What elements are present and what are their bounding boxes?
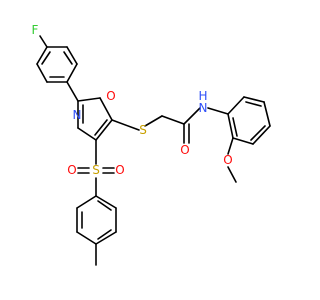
- bond: [66, 46, 78, 65]
- bond: [144, 115, 163, 127]
- bond: [232, 117, 238, 137]
- bond: [232, 137, 254, 145]
- bond: [227, 166, 237, 183]
- bond: [77, 97, 101, 102]
- bond: [252, 125, 271, 145]
- fluorine-atom-label: F: [32, 23, 39, 37]
- bond: [76, 231, 97, 245]
- bond: [227, 96, 245, 115]
- oxazole-nitrogen-label: N: [73, 108, 82, 122]
- bond: [183, 107, 201, 125]
- sulfonyl-sulfur-label: S: [92, 163, 100, 177]
- structure-svg: F N O S N H O O S O O: [32, 23, 271, 266]
- bond: [245, 101, 262, 107]
- bond: [95, 231, 117, 245]
- sulfonyl-oxygen-right-label: O: [115, 163, 124, 177]
- methoxy-oxygen-label: O: [223, 153, 232, 167]
- bond: [66, 81, 79, 102]
- bond: [250, 125, 266, 141]
- bond: [97, 200, 112, 211]
- bond: [263, 101, 271, 127]
- atom-label-layer: F N O S N H O O S O O: [32, 23, 233, 177]
- bond: [161, 115, 185, 125]
- bond: [66, 63, 78, 83]
- bond: [36, 63, 48, 83]
- bond: [36, 46, 48, 65]
- bond: [95, 119, 113, 141]
- bond-layer: [36, 35, 271, 266]
- oxazole-oxygen-label: O: [106, 89, 115, 103]
- molecule-diagram: F N O S N H O O S O O: [32, 23, 271, 266]
- bond: [243, 96, 265, 103]
- bond: [99, 97, 113, 121]
- bond: [97, 229, 112, 240]
- amide-nitrogen-label: N: [199, 101, 208, 115]
- bond: [227, 137, 234, 155]
- amide-hydrogen-label: H: [198, 89, 207, 103]
- sulfonyl-oxygen-left-label: O: [67, 163, 76, 177]
- bond: [95, 195, 117, 209]
- bond: [39, 35, 48, 48]
- carbonyl-oxygen-label: O: [180, 143, 189, 157]
- bond: [207, 107, 229, 115]
- bond: [41, 51, 51, 65]
- bond: [94, 119, 108, 136]
- bond: [227, 113, 234, 139]
- bond: [77, 127, 97, 141]
- bond: [63, 51, 73, 65]
- thioether-sulfur-label: S: [139, 123, 147, 137]
- bond: [111, 119, 140, 131]
- bond: [76, 195, 97, 209]
